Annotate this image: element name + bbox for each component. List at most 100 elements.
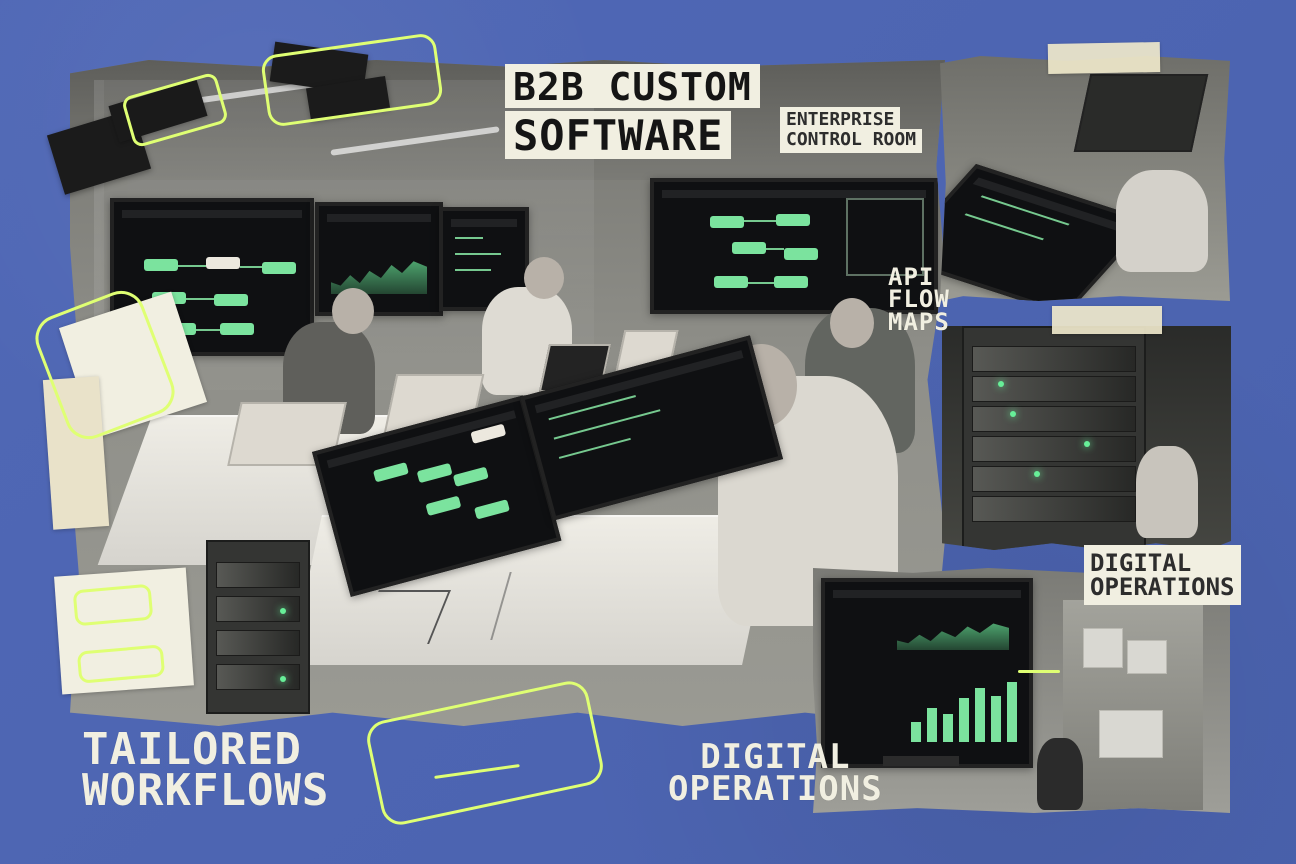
monitor-stand [883,756,959,766]
rack-led [1010,411,1016,417]
flow-connector [240,266,262,268]
flow-node [220,323,254,335]
flow-node [144,259,178,271]
flow-node [214,294,248,306]
flow-connector [766,248,784,250]
rack-unit [972,346,1136,372]
line-chart-area [897,623,1009,650]
rack-unit [972,436,1136,462]
flow-node [416,462,453,484]
tailored-workflows-line-2: WORKFLOWS [82,764,330,816]
subtitle-text-2: CONTROL ROOM [786,129,917,150]
api-flow-maps-line-1: API [888,263,935,291]
laptop-background [1073,74,1209,152]
person-left-head [332,288,374,334]
rack-unit [216,630,300,656]
flow-connector [178,265,206,267]
person-right-woman-head [830,298,874,348]
rack-led [998,381,1004,387]
screen-data-line [455,253,501,255]
flow-node [206,257,240,269]
subtitle-text-1: ENTERPRISE [786,109,895,130]
hand-with-stylus [1116,170,1208,272]
top-right-photo [940,56,1230,301]
flow-node [470,423,507,444]
rack-unit [216,664,300,690]
flow-node [784,248,818,260]
digital-operations-top-label: DIGITAL OPERATIONS [1084,545,1241,605]
tape-strip [1052,306,1162,334]
flow-node [474,499,510,520]
person-center-head [524,257,564,299]
flow-node [776,214,810,226]
api-flow-maps-label: API FLOW MAPS [888,263,950,336]
headline-text-2: SOFTWARE [513,111,724,160]
flow-node [262,262,296,274]
subtitle-line-2: CONTROL ROOM [780,129,923,153]
barcode-scanner [1037,738,1083,810]
box [1099,710,1163,758]
rack-unit [972,496,1136,522]
subtitle-line-1: ENTERPRISE [780,107,901,131]
rack-unit [216,562,300,588]
bar [911,722,921,742]
box [1127,640,1167,674]
headline-line-1: B2B CUSTOM [505,64,760,108]
flow-node [452,466,489,487]
screen-data-line [455,237,483,239]
neon-outline [72,583,154,627]
flow-node [714,276,748,288]
rack-led [1034,471,1040,477]
api-flow-maps-line-2: FLOW [888,285,950,314]
digital-operations-bottom-line-2: OPERATIONS [668,768,883,809]
flow-node [372,462,409,483]
bar [991,696,1001,742]
bar [959,698,969,742]
tablet-data-line [980,195,1070,226]
technician-hand [1136,446,1198,538]
flow-connector [744,220,776,222]
bar [975,688,985,742]
rack-unit [972,406,1136,432]
line-chart-area [331,261,427,294]
server-rack-main [962,326,1146,550]
desk-sketch [490,572,610,640]
digital-operations-top-line-1: DIGITAL [1090,549,1192,577]
api-flow-maps-line-3: MAPS [888,307,950,336]
dashboard-monitor [821,578,1033,768]
flow-connector [186,298,214,300]
rack-led [1084,441,1090,447]
digital-operations-top-line-2: OPERATIONS [1090,573,1235,601]
bar [1007,682,1017,742]
flow-node [774,276,808,288]
tablet-data-line [964,213,1044,241]
flow-map-monitor [650,178,938,314]
dashboard-bar-chart [911,682,1017,742]
rack-unit [216,596,300,622]
warehouse-dashboard-photo [813,568,1230,813]
screen-data-line [455,269,491,271]
server-room-photo [942,326,1231,550]
headline-text-1: B2B CUSTOM [513,65,752,109]
tailored-workflows-line-1: TAILORED [82,724,302,775]
screen-data-line [558,437,631,459]
digital-operations-bottom-line-1: DIGITAL [700,737,851,777]
map-frame [846,198,924,276]
flow-node [732,242,766,254]
flow-node [425,495,462,517]
tailored-workflows-label: TAILORED WORKFLOWS [82,724,330,816]
rack-led [280,676,286,682]
flow-connector [748,282,774,284]
server-rack-left [206,540,310,714]
flow-connector [196,329,220,331]
rack-unit [972,466,1136,492]
rack-led [280,608,286,614]
headline-line-2: SOFTWARE [505,111,732,160]
bar [943,714,953,742]
rack-unit [972,376,1136,402]
flow-node [710,216,744,228]
digital-operations-bottom-label: DIGITAL OPERATIONS [668,737,883,809]
screen-data-line [548,395,636,421]
bar [927,708,937,742]
